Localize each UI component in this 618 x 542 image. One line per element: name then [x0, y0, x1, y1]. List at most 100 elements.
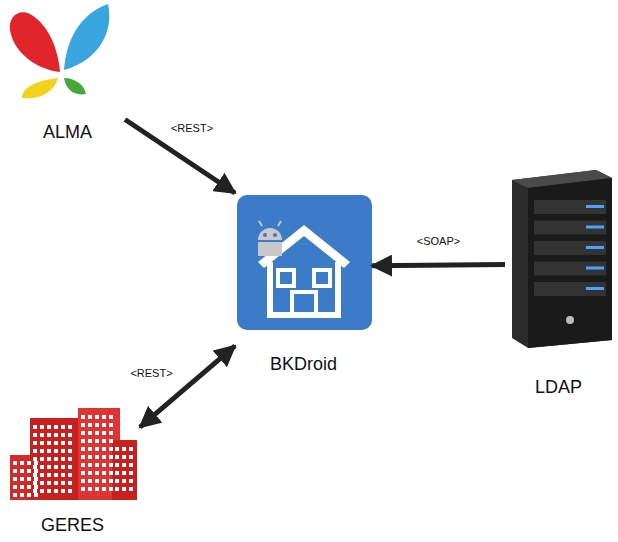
connector-arrow	[140, 346, 235, 427]
window	[27, 469, 31, 473]
window	[61, 465, 65, 469]
window	[115, 455, 119, 459]
window	[47, 433, 51, 437]
window	[40, 449, 44, 453]
window	[47, 449, 51, 453]
window	[13, 477, 17, 481]
window	[102, 415, 106, 419]
alma-logo	[10, 4, 110, 98]
drive-bay	[534, 262, 606, 276]
window	[95, 463, 99, 467]
window	[122, 463, 126, 467]
window	[68, 425, 72, 429]
window	[95, 455, 99, 459]
window	[81, 487, 85, 491]
window	[34, 485, 38, 489]
window	[61, 489, 65, 493]
window	[109, 447, 113, 451]
window	[102, 479, 106, 483]
window	[122, 455, 126, 459]
window	[115, 487, 119, 491]
window	[81, 423, 85, 427]
window	[34, 493, 38, 497]
protocol-label: <REST>	[128, 367, 174, 379]
window	[61, 449, 65, 453]
window	[33, 433, 37, 437]
window	[33, 489, 37, 493]
drive-bay	[534, 282, 606, 296]
window	[109, 479, 113, 483]
window	[129, 455, 133, 459]
window	[129, 447, 133, 451]
window	[33, 465, 37, 469]
window	[109, 455, 113, 459]
node-label: BKDroid	[235, 354, 372, 375]
window	[95, 431, 99, 435]
window	[68, 489, 72, 493]
window	[20, 469, 24, 473]
window	[68, 465, 72, 469]
window	[40, 465, 44, 469]
window	[81, 471, 85, 475]
window	[81, 479, 85, 483]
node-label: GERES	[5, 515, 140, 536]
window	[88, 439, 92, 443]
window	[20, 477, 24, 481]
window	[61, 473, 65, 477]
window	[47, 457, 51, 461]
window	[129, 463, 133, 467]
window	[27, 477, 31, 481]
window	[20, 485, 24, 489]
window	[81, 463, 85, 467]
window	[61, 481, 65, 485]
window	[33, 425, 37, 429]
node-box: ALMA	[10, 5, 125, 143]
window	[47, 425, 51, 429]
window	[102, 487, 106, 491]
window	[54, 473, 58, 477]
drive-bay	[534, 200, 606, 214]
window	[115, 447, 119, 451]
window	[54, 465, 58, 469]
window	[68, 481, 72, 485]
window	[61, 425, 65, 429]
window	[109, 423, 113, 427]
window	[122, 471, 126, 475]
window	[109, 487, 113, 491]
node-label: ALMA	[10, 122, 125, 143]
window	[68, 433, 72, 437]
node-label: LDAP	[505, 377, 612, 398]
window	[54, 457, 58, 461]
window	[47, 441, 51, 445]
window	[40, 425, 44, 429]
window	[33, 441, 37, 445]
window	[33, 457, 37, 461]
window	[109, 439, 113, 443]
protocol-label: <SOAP>	[415, 235, 462, 247]
window	[47, 465, 51, 469]
window	[122, 479, 126, 483]
window	[13, 461, 17, 465]
window	[102, 455, 106, 459]
window	[54, 441, 58, 445]
protocol-label: <REST>	[169, 122, 215, 134]
window	[122, 447, 126, 451]
window	[68, 473, 72, 477]
window	[54, 489, 58, 493]
drive-light	[586, 267, 604, 270]
window	[95, 447, 99, 451]
window	[102, 463, 106, 467]
server-tower	[512, 170, 612, 348]
window	[102, 471, 106, 475]
window	[27, 485, 31, 489]
connector-arrow	[372, 265, 505, 266]
window	[109, 415, 113, 419]
window	[81, 415, 85, 419]
window	[27, 493, 31, 497]
window	[13, 469, 17, 473]
window	[95, 415, 99, 419]
window	[95, 479, 99, 483]
window	[54, 449, 58, 453]
